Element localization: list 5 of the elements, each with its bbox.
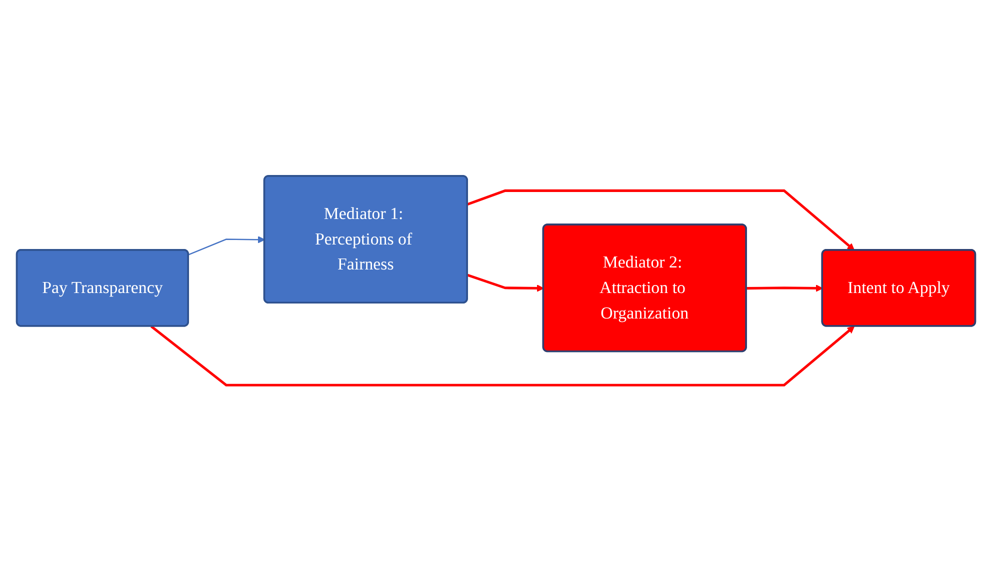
arrow (188, 236, 265, 256)
arrow (150, 325, 855, 386)
arrow (746, 284, 823, 292)
arrow (467, 189, 855, 251)
arrow (467, 274, 544, 292)
